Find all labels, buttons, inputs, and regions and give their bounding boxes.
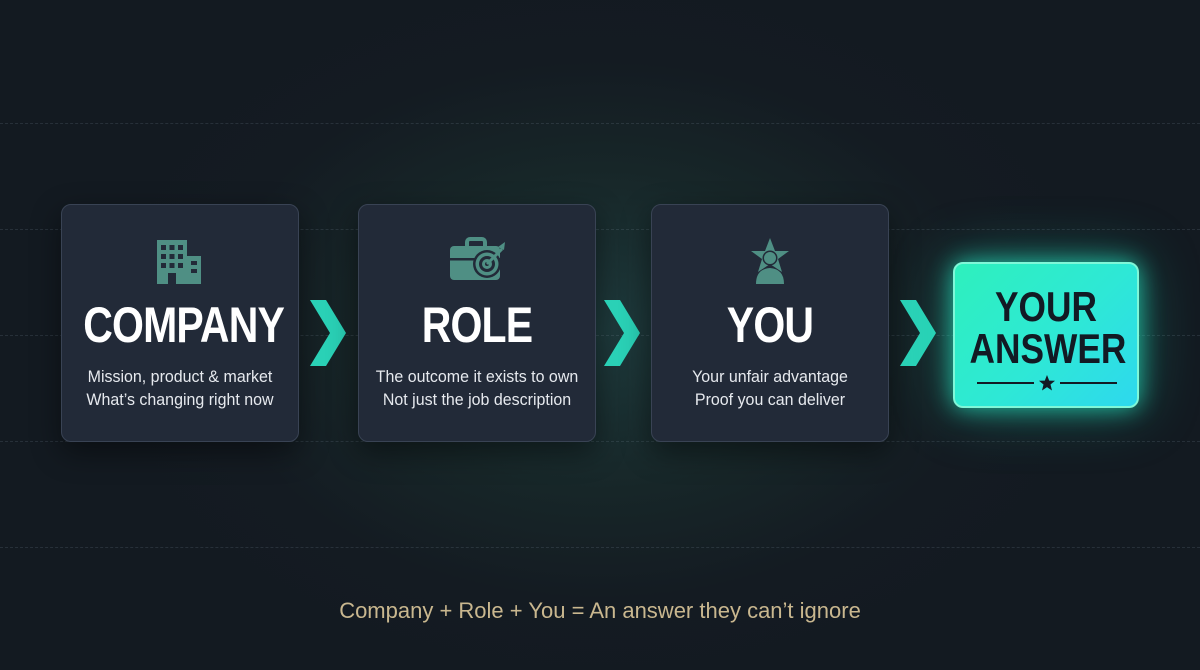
grid-line [0, 547, 1200, 548]
company-card: COMPANY Mission, product & market What’s… [61, 204, 299, 442]
divider [977, 382, 1034, 384]
briefcase-target-icon [359, 235, 595, 287]
card-line: Your unfair advantage [692, 367, 848, 386]
chevron-right-icon [604, 300, 640, 366]
card-line: Not just the job description [382, 390, 572, 409]
formula-caption: Company + Role + You = An answer they ca… [339, 598, 861, 623]
role-card: ROLE The outcome it exists to own Not ju… [358, 204, 596, 442]
grid-line [0, 441, 1200, 442]
card-line: Proof you can deliver [694, 390, 846, 409]
card-line: What’s changing right now [86, 390, 274, 409]
building-icon [62, 235, 298, 287]
card-title: ROLE [421, 297, 533, 353]
grid-line [0, 335, 1200, 336]
grid-line [0, 123, 1200, 124]
answer-title: YOUR ANSWER [969, 283, 1127, 372]
card-title: YOU [726, 297, 814, 353]
card-line: The outcome it exists to own [375, 367, 579, 386]
chevron-right-icon [310, 300, 346, 366]
answer-title-line: ANSWER [969, 325, 1127, 372]
card-description: The outcome it exists to own Not just th… [359, 365, 595, 411]
answer-title-line: YOUR [995, 283, 1097, 330]
answer-card: YOUR ANSWER [953, 262, 1139, 408]
card-description: Mission, product & market What’s changin… [62, 365, 298, 411]
chevron-right-icon [900, 300, 936, 366]
person-star-icon [652, 235, 888, 287]
divider [1060, 382, 1117, 384]
star-icon [1039, 375, 1055, 391]
grid-line [0, 229, 1200, 230]
card-line: Mission, product & market [87, 367, 273, 386]
you-card: YOU Your unfair advantage Proof you can … [651, 204, 889, 442]
card-description: Your unfair advantage Proof you can deli… [652, 365, 888, 411]
card-title: COMPANY [83, 297, 285, 353]
